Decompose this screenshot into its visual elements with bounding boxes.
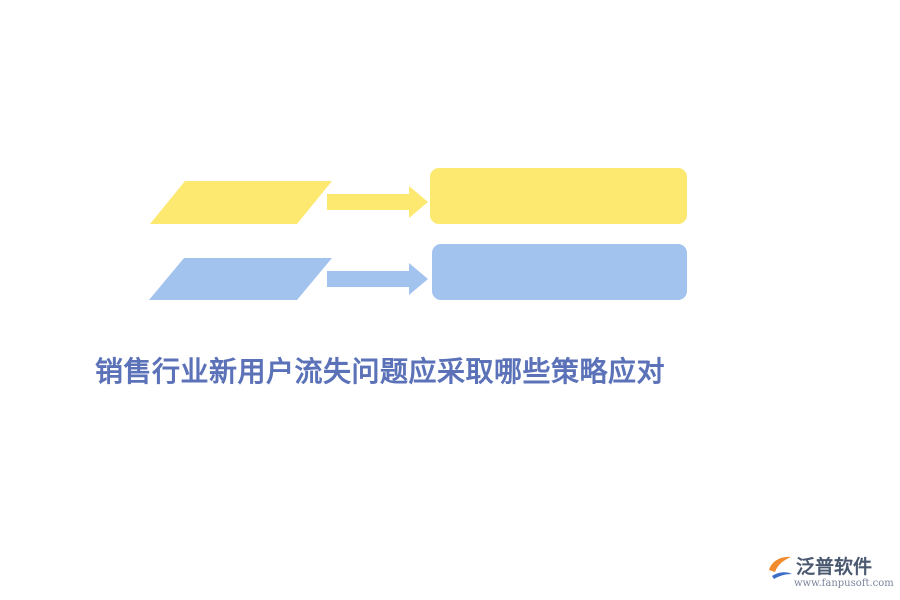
logo-name: 泛普软件 [796,556,873,578]
blue-parallelogram [149,258,332,300]
logo-mark-icon [769,556,792,579]
yellow-parallelogram [150,181,332,224]
logo-url: www.fanpusoft.com [794,578,894,589]
yellow-right-arrow-icon [327,186,428,218]
blue-right-arrow-icon [327,263,428,295]
blue-rounded-box [432,244,687,300]
diagram-title: 销售行业新用户流失问题应采取哪些策略应对 [95,355,666,388]
brand-logo: 泛普软件 www.fanpusoft.com [766,552,894,596]
yellow-rounded-box [430,168,687,224]
